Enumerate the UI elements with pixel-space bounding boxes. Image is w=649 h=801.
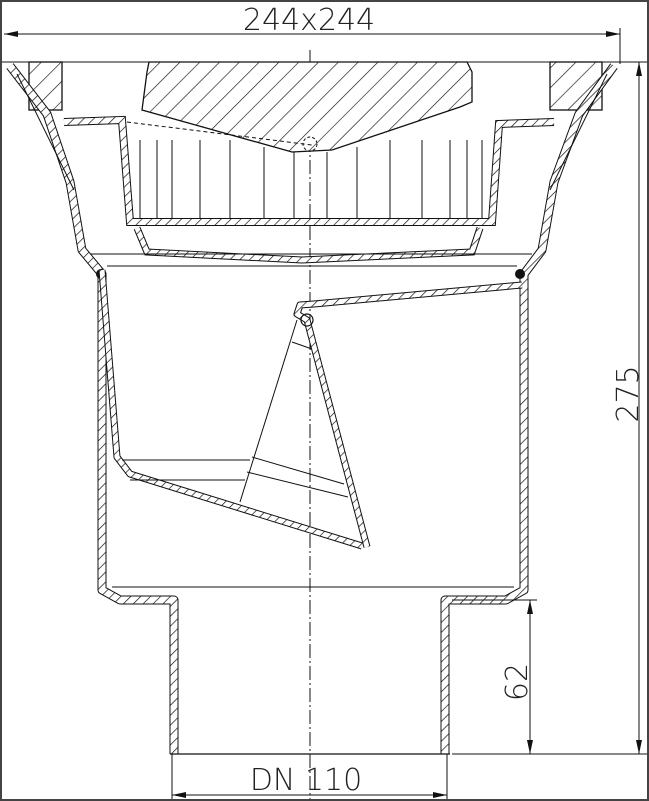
dirt-basket [63,115,555,264]
drain-body [6,63,618,755]
outlet-height-dimension: 62 [452,599,647,755]
odour-trap [98,269,523,550]
height-dimension-label: 275 [611,365,646,422]
outlet-height-label: 62 [500,663,535,701]
width-dimension: 244x244 [4,3,621,64]
grate [141,61,473,153]
outlet-diameter-label: DN 110 [250,763,362,798]
seal-ring-right [515,269,525,279]
width-dimension-label: 244x244 [243,3,375,38]
outlet-diameter-dimension: DN 110 [171,754,448,799]
